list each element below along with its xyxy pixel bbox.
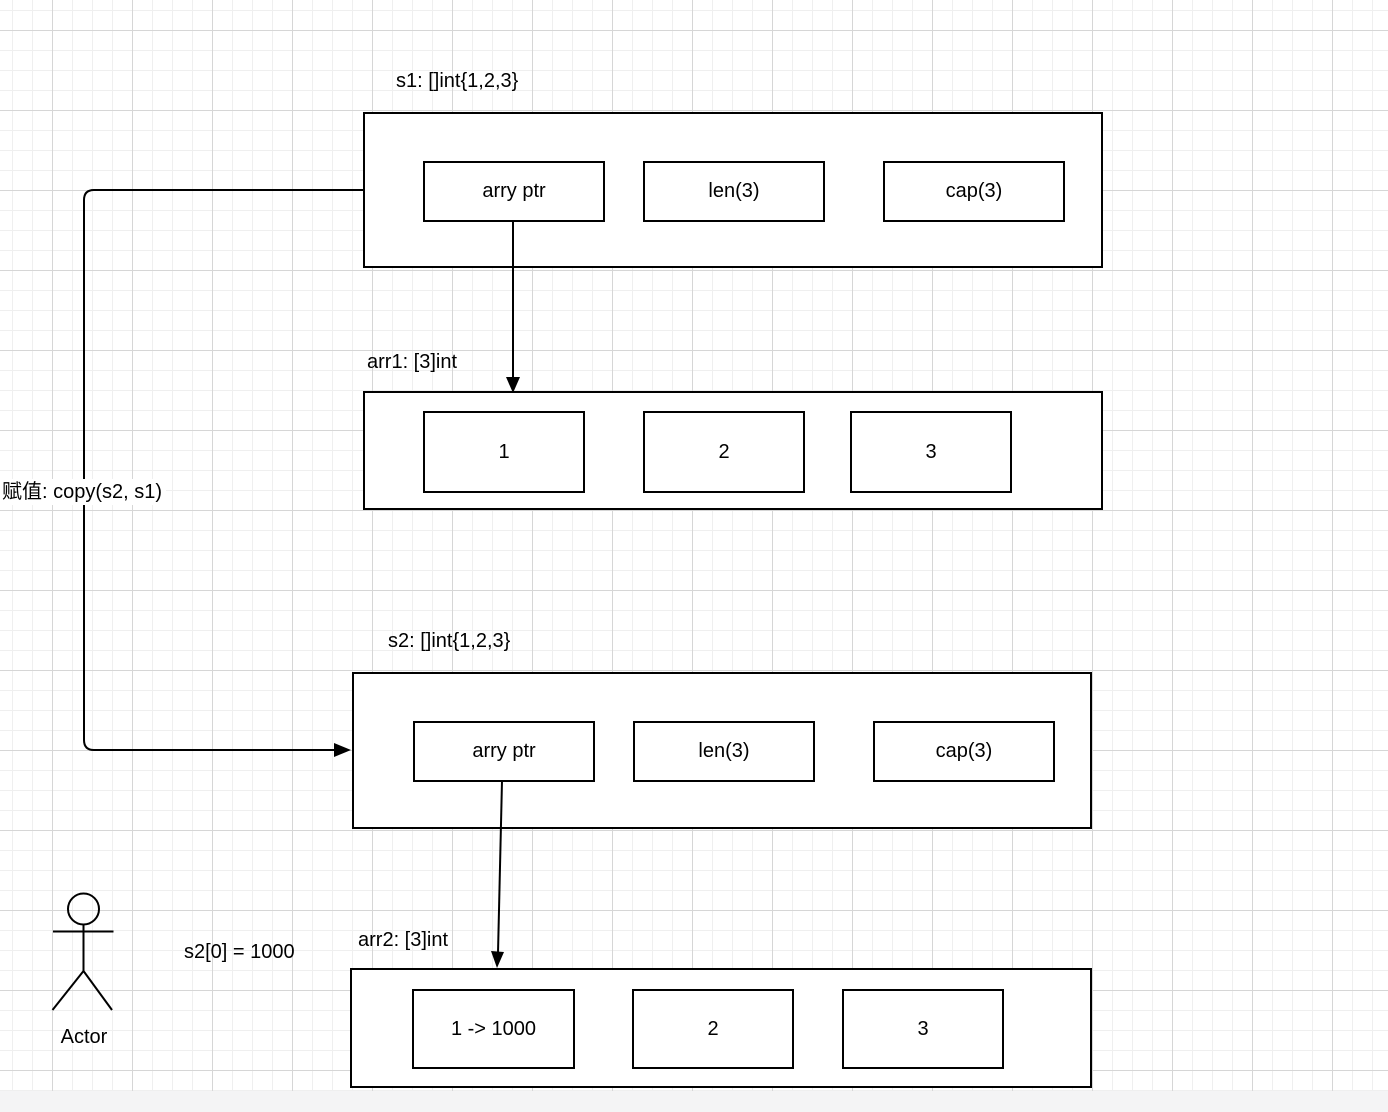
s1-struct-box[interactable]: arry ptr len(3) cap(3) <box>363 112 1103 268</box>
s1-cell-arry-ptr[interactable]: arry ptr <box>423 161 605 222</box>
actor-label: Actor <box>60 1026 108 1048</box>
arr1-cell-1[interactable]: 2 <box>643 411 805 493</box>
arr1-cell-2[interactable]: 3 <box>850 411 1012 493</box>
copy-edge-arrow[interactable] <box>83 189 363 751</box>
s2-cell-len[interactable]: len(3) <box>633 721 815 782</box>
s2-struct-box[interactable]: arry ptr len(3) cap(3) <box>352 672 1092 829</box>
s2-cell-arry-ptr[interactable]: arry ptr <box>413 721 595 782</box>
s1-title: s1: []int{1,2,3} <box>396 70 519 92</box>
arr2-title: arr2: [3]int <box>358 929 449 951</box>
actor-icon[interactable] <box>51 892 114 1011</box>
s1-cell-cap[interactable]: cap(3) <box>883 161 1065 222</box>
footer-strip <box>0 1091 1388 1112</box>
arr1-cell-0[interactable]: 1 <box>423 411 585 493</box>
s1-ptr-arrowhead-icon <box>506 377 520 393</box>
s2-title: s2: []int{1,2,3} <box>388 630 511 652</box>
arr2-cell-1[interactable]: 2 <box>632 989 794 1069</box>
s2-ptr-arrow[interactable] <box>497 780 503 954</box>
s2-cell-cap[interactable]: cap(3) <box>873 721 1055 782</box>
s2-ptr-arrowhead-icon <box>491 951 504 968</box>
copy-arrowhead-icon <box>334 743 351 757</box>
arr1-array-box[interactable]: 1 2 3 <box>363 391 1103 510</box>
assignment-label: s2[0] = 1000 <box>184 941 295 963</box>
arr2-cell-2[interactable]: 3 <box>842 989 1004 1069</box>
arr1-title: arr1: [3]int <box>367 351 458 373</box>
arr2-array-box[interactable]: 1 -> 1000 2 3 <box>350 968 1092 1088</box>
arr2-cell-0[interactable]: 1 -> 1000 <box>412 989 575 1069</box>
s1-cell-len[interactable]: len(3) <box>643 161 825 222</box>
copy-edge-label: 赋值: copy(s2, s1) <box>0 479 167 505</box>
